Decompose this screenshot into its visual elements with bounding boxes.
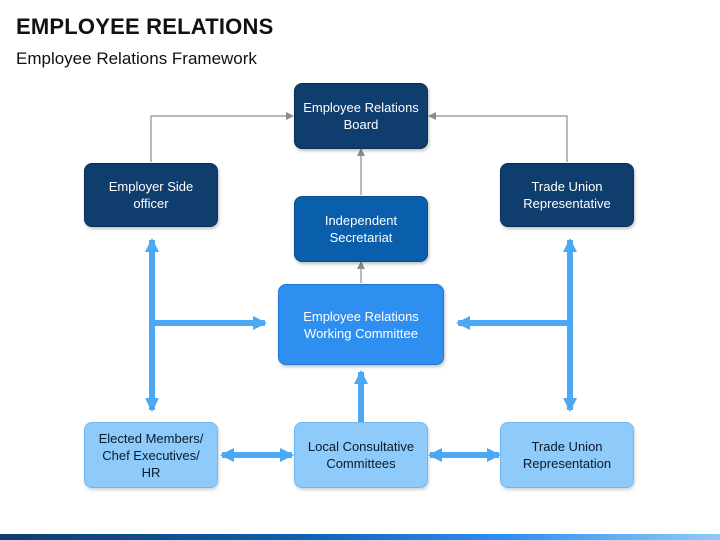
page-title: EMPLOYEE RELATIONS	[16, 14, 274, 39]
node-trade-union-representation: Trade Union Representation	[500, 422, 634, 488]
node-working-committee: Employee Relations Working Committee	[278, 284, 444, 365]
node-trade-union-representative: Trade Union Representative	[500, 163, 634, 227]
connector-union-to-board	[428, 112, 568, 162]
node-employee-relations-board: Employee Relations Board	[294, 83, 428, 149]
node-independent-secretariat: Independent Secretariat	[294, 196, 428, 262]
page-subtitle: Employee Relations Framework	[16, 49, 257, 68]
node-employer-side-officer: Employer Side officer	[84, 163, 218, 227]
footer-accent-bar	[0, 534, 720, 540]
connector-employer-to-board	[150, 112, 294, 162]
node-elected-members: Elected Members/ Chef Executives/ HR	[84, 422, 218, 488]
node-local-consultative-committees: Local Consultative Committees	[294, 422, 428, 488]
